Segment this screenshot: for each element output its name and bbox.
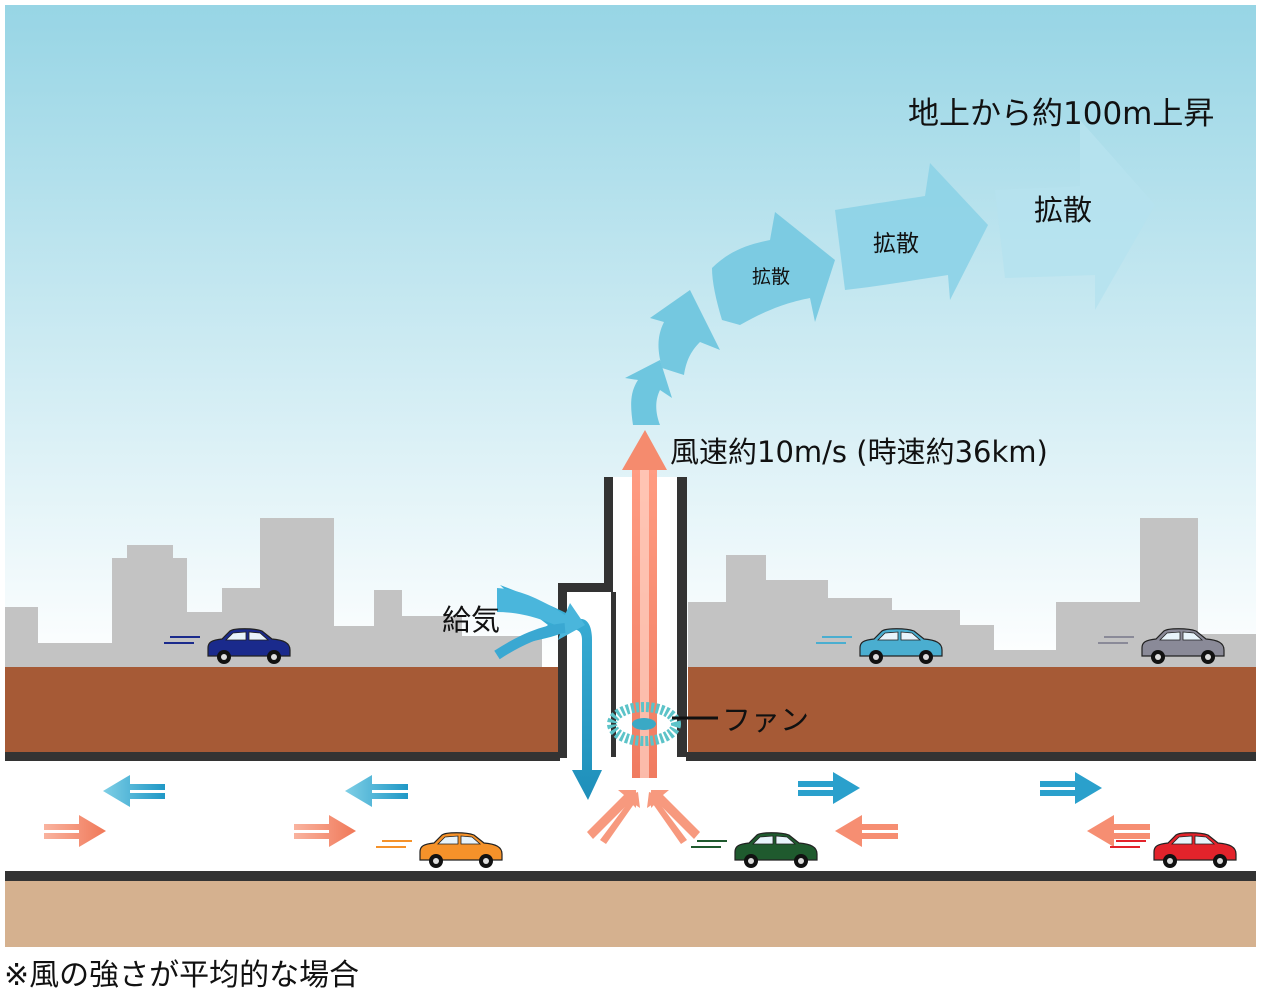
car-light-blue-icon [816,628,943,664]
soil [5,881,1256,947]
supply-air-arrow [494,585,602,800]
fan-label: ファン [722,703,809,737]
tunnel-ceiling-right [686,752,1256,761]
car-navy-icon [164,628,291,664]
car-dark-green-icon [691,832,818,868]
tunnel-ceiling-left [5,752,560,761]
fan-icon [607,702,718,746]
wind-speed-label: 風速約10m/s (時速約36km) [670,435,1048,469]
intake-label: 給気 [442,603,500,637]
diffuse-label-3: 拡散 [1034,193,1092,227]
diffusion-arrows [625,120,1155,425]
car-orange-icon [376,832,503,868]
diffuse-label-1: 拡散 [752,266,790,288]
footnote: ※風の強さが平均的な場合 [4,958,359,992]
tunnel [5,761,1256,871]
rise-label: 地上から約100m上昇 [908,96,1214,132]
cars [164,628,1237,868]
car-red-icon [1110,832,1237,868]
tunnel-air-arrows [44,772,1150,847]
inflow-arrows [587,790,700,844]
ground-right [688,667,1256,752]
car-gray-icon [1098,628,1225,664]
ground-left [5,667,558,752]
tunnel-floor [5,871,1256,881]
diffuse-label-2: 拡散 [873,231,919,257]
